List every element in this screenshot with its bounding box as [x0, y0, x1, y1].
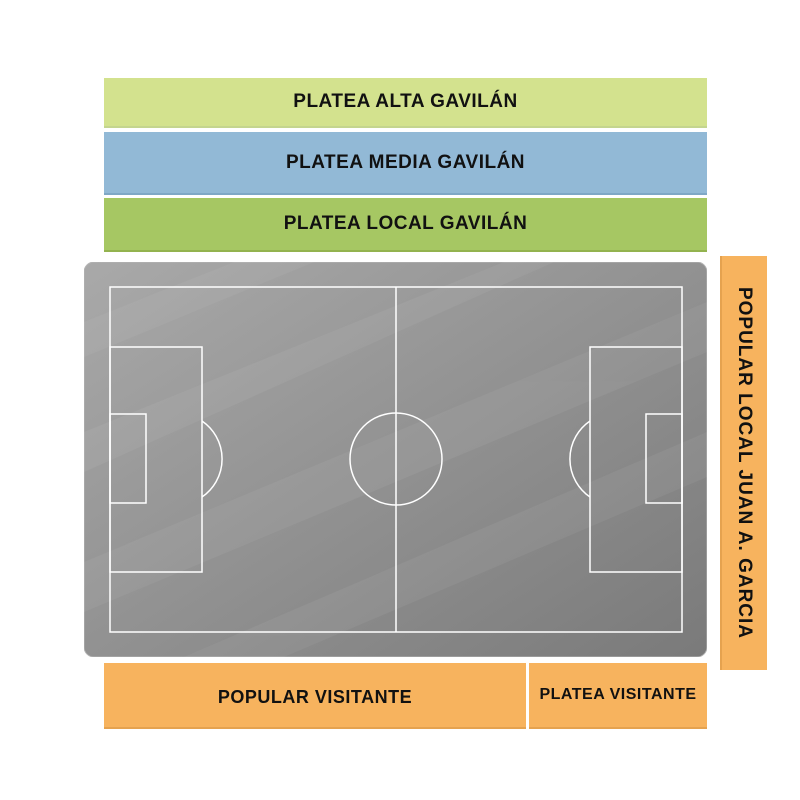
- section-platea-media-gavilan[interactable]: PLATEA MEDIA GAVILÁN: [104, 132, 707, 195]
- left-goal-box: [109, 413, 147, 504]
- pitch-drawing: [84, 262, 707, 657]
- center-circle: [349, 412, 443, 506]
- section-label: POPULAR LOCAL JUAN A. GARCIA: [734, 286, 756, 640]
- right-goal-box: [645, 413, 683, 504]
- left-penalty-arc: [201, 420, 223, 498]
- section-label: PLATEA MEDIA GAVILÁN: [285, 151, 526, 173]
- section-label: PLATEA ALTA GAVILÁN: [293, 91, 518, 112]
- right-penalty-arc: [569, 420, 591, 498]
- section-popular-local-juan-garcia[interactable]: POPULAR LOCAL JUAN A. GARCIA: [720, 256, 767, 670]
- section-label: PLATEA VISITANTE: [539, 686, 697, 703]
- section-popular-visitante[interactable]: POPULAR VISITANTE: [104, 663, 526, 729]
- section-platea-visitante[interactable]: PLATEA VISITANTE: [529, 663, 707, 729]
- section-platea-local-gavilan[interactable]: PLATEA LOCAL GAVILÁN: [104, 198, 707, 252]
- section-label: POPULAR VISITANTE: [217, 686, 413, 707]
- section-platea-alta-gavilan[interactable]: PLATEA ALTA GAVILÁN: [104, 78, 707, 128]
- pitch-lines: [109, 286, 683, 633]
- section-label: PLATEA LOCAL GAVILÁN: [283, 213, 528, 234]
- soccer-pitch: [84, 262, 707, 657]
